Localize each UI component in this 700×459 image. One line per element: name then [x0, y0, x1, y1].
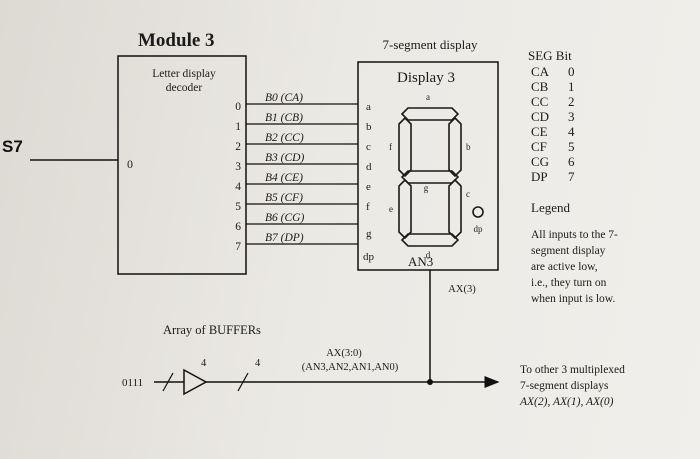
legend: Legend All inputs to the 7- segment disp…: [531, 200, 618, 305]
bus-width-slash-out: [237, 372, 249, 392]
seg-name: CD: [531, 109, 549, 124]
other-displays-note: To other 3 multiplexed 7-segment display…: [519, 364, 625, 408]
bus-label: B0 (CA): [265, 92, 303, 104]
display-input-letters: a b c d e f g dp: [363, 101, 375, 263]
segment-label-g: g: [424, 183, 429, 193]
segment-dp: [472, 206, 484, 218]
seg-bit: 7: [568, 169, 575, 184]
buffer-triangle-icon: [183, 368, 208, 396]
segment-label-d: d: [426, 250, 431, 260]
bus-label-line2: (AN3,AN2,AN1,AN0): [302, 362, 399, 373]
input-signal-label: S7: [2, 137, 23, 156]
input-letter: dp: [363, 251, 375, 263]
legend-title: Legend: [531, 200, 570, 215]
segment-g: [400, 170, 460, 184]
seg-name: DP: [531, 169, 548, 184]
bus-width-slash-in: [162, 372, 174, 392]
segment-label-c: c: [466, 189, 470, 199]
input-letter: b: [366, 121, 372, 133]
bus-label: B7 (DP): [265, 232, 304, 244]
bus-label: B3 (CD): [265, 152, 304, 164]
input-letter: e: [366, 181, 371, 193]
output-index: 5: [235, 201, 241, 213]
bus-label: B1 (CB): [265, 112, 303, 124]
bus-lines: B0 (CA) B1 (CB) B2 (CC) B3 (CD) B4 (CE) …: [246, 92, 358, 245]
segment-a: [400, 107, 460, 121]
segment-b: [448, 116, 462, 178]
module-label-line2: decoder: [166, 82, 203, 94]
legend-line: All inputs to the 7-: [531, 229, 618, 241]
input-letter: g: [366, 228, 372, 240]
legend-line: segment display: [531, 245, 606, 257]
output-index: 1: [235, 121, 241, 133]
buffer-input-value: 0111: [122, 377, 143, 389]
output-index: 3: [235, 161, 241, 173]
anode-signal-label: AX(3): [448, 284, 476, 295]
seg-bit: 2: [568, 94, 575, 109]
seg-bit: 1: [568, 79, 575, 94]
note-line: AX(2), AX(1), AX(0): [519, 396, 614, 408]
output-index: 6: [235, 221, 241, 233]
display-title: Display 3: [397, 70, 455, 86]
segment-label-a: a: [426, 92, 430, 102]
anode-label: AN3: [408, 254, 433, 269]
buffer-array-label: Array of BUFFERs: [163, 323, 261, 337]
seg-bit: 0: [568, 64, 575, 79]
module-input-index: 0: [127, 157, 133, 171]
input-letter: a: [366, 101, 371, 113]
legend-line: i.e., they turn on: [531, 277, 607, 289]
segment-d: [400, 233, 460, 247]
seg-name: CE: [531, 124, 548, 139]
seg-name: CC: [531, 94, 548, 109]
module-label-line1: Letter display: [152, 68, 216, 80]
input-letter: c: [366, 141, 371, 153]
seg-bit: 4: [568, 124, 575, 139]
segment-label-f: f: [389, 142, 392, 152]
legend-line: when input is low.: [531, 293, 615, 305]
input-letter: f: [366, 201, 370, 213]
display-box: [357, 61, 499, 271]
segment-e: [398, 178, 412, 240]
input-letter: d: [366, 161, 372, 173]
segment-f: [398, 116, 412, 178]
junction-dot: [427, 379, 433, 385]
seg-bit: 6: [568, 154, 575, 169]
bus-label-line1: AX(3:0): [326, 348, 362, 359]
module-output-indices: 0 1 2 3 4 5 6 7: [235, 101, 241, 253]
seg-bit: 3: [568, 109, 575, 124]
bus-label: B4 (CE): [265, 172, 303, 184]
output-index: 2: [235, 141, 241, 153]
module-box: [117, 55, 247, 275]
segment-label-e: e: [389, 204, 393, 214]
seg-name: CF: [531, 139, 547, 154]
bus-label: B2 (CC): [265, 132, 304, 144]
segment-label-dp: dp: [474, 224, 484, 234]
bus-label: B5 (CF): [265, 192, 303, 204]
bus-label: B6 (CG): [265, 212, 304, 224]
output-index: 4: [235, 181, 241, 193]
seg-bit-header: SEG Bit: [528, 48, 572, 63]
module-title: Module 3: [138, 30, 215, 51]
segment-label-b: b: [466, 142, 471, 152]
note-line: To other 3 multiplexed: [520, 364, 625, 376]
output-index: 7: [235, 241, 241, 253]
output-index: 0: [235, 101, 241, 113]
display-heading: 7-segment display: [383, 37, 478, 52]
bus-width-out: 4: [255, 358, 261, 369]
bus-width-in: 4: [201, 358, 207, 369]
seg-name: CA: [531, 64, 550, 79]
segment-c: [448, 178, 462, 240]
seg-bit: 5: [568, 139, 575, 154]
legend-line: are active low,: [531, 261, 598, 273]
seg-bit-table: SEG Bit CA 0 CB 1 CC 2 CD 3 CE 4 CF 5 CG…: [528, 48, 575, 184]
seg-name: CB: [531, 79, 549, 94]
seven-segment-digit: a b c d e f g dp: [389, 92, 484, 260]
note-line: 7-segment displays: [520, 380, 609, 392]
seg-name: CG: [531, 154, 549, 169]
